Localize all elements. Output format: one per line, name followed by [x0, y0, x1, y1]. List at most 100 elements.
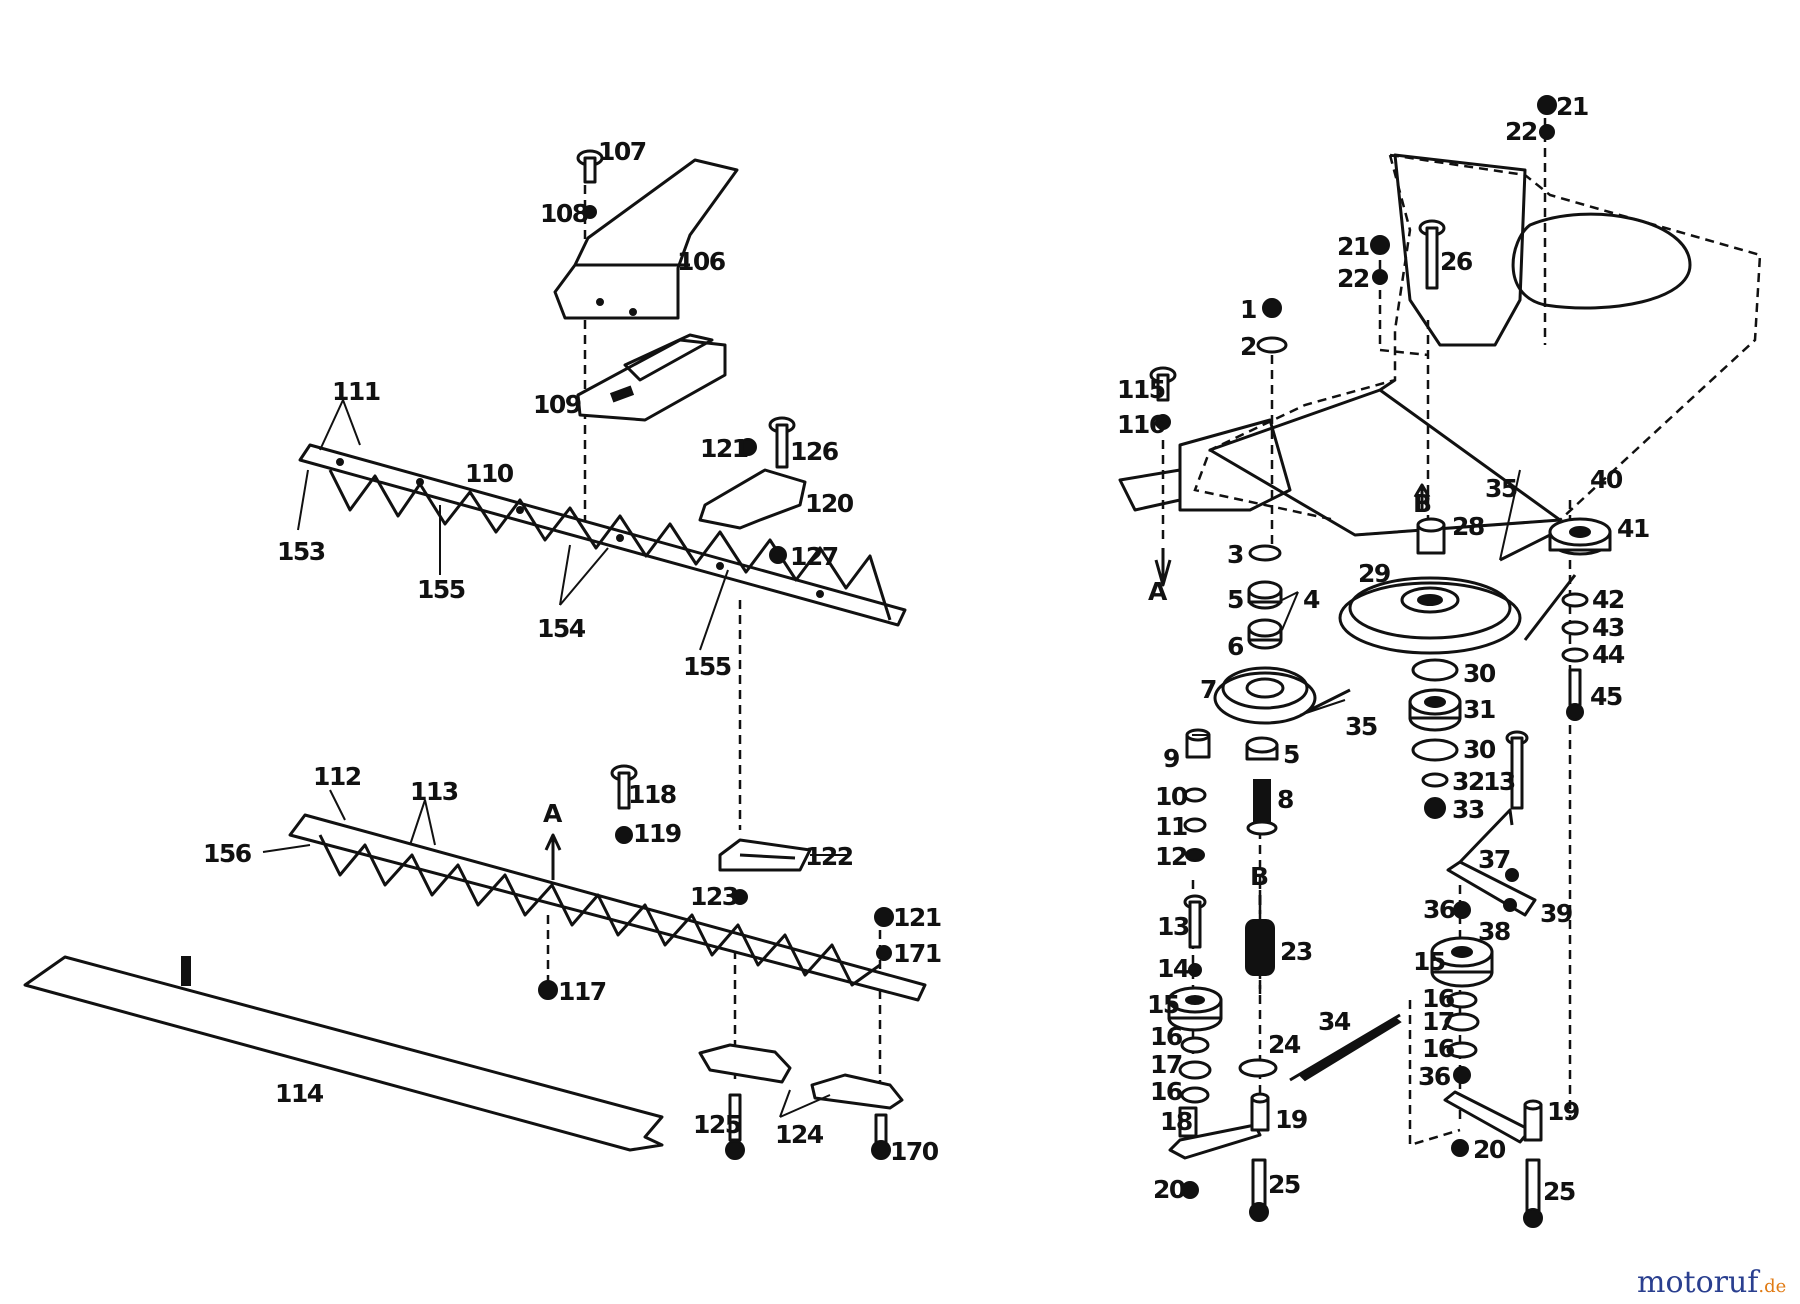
bolt-8	[1246, 779, 1278, 836]
label-34: 34	[1318, 1007, 1351, 1036]
knife-bar-110	[298, 443, 907, 627]
label-22-b: 22	[1337, 264, 1369, 293]
label-171: 171	[893, 939, 941, 968]
bearing-31	[1408, 688, 1462, 732]
label-30-b: 30	[1463, 735, 1496, 764]
bolt-26	[1418, 219, 1446, 290]
label-121-a: 121	[700, 434, 748, 463]
label-17-a: 17	[1422, 1007, 1454, 1036]
bolt-125	[725, 1093, 745, 1160]
guard-114	[23, 955, 664, 1152]
label-36-a: 36	[1423, 895, 1456, 924]
label-13-b: 13	[1157, 912, 1189, 941]
bearing-5	[1247, 580, 1283, 610]
pin-19-right	[1523, 1099, 1543, 1142]
label-16-c: 16	[1422, 1034, 1455, 1063]
washer-30-a	[1411, 658, 1459, 682]
arrow-a-right	[1154, 548, 1172, 587]
pin-38	[1503, 898, 1517, 912]
bearing-15-left	[1167, 986, 1223, 1032]
bearing-15-right	[1430, 936, 1494, 988]
washer-17-right	[1444, 1012, 1480, 1032]
label-153: 153	[277, 537, 325, 566]
label-106: 106	[677, 247, 726, 276]
label-155-a: 155	[417, 575, 465, 604]
label-8: 8	[1277, 785, 1293, 814]
label-1: 1	[1240, 295, 1256, 324]
bolt-118	[610, 764, 638, 844]
label-42: 42	[1592, 585, 1624, 614]
label-5-b: 5	[1283, 740, 1299, 769]
link-arm-right	[1443, 1090, 1543, 1228]
nut-33	[1424, 797, 1446, 819]
label-16-d: 16	[1150, 1077, 1183, 1106]
label-113: 113	[410, 777, 458, 806]
label-31: 31	[1463, 695, 1495, 724]
plate-124-b	[810, 1073, 904, 1110]
washer-123	[732, 889, 748, 905]
label-127: 127	[790, 542, 838, 571]
bearing-6	[1247, 618, 1283, 650]
label-170: 170	[890, 1137, 939, 1166]
label-111: 111	[332, 377, 380, 406]
axis-39	[1408, 1000, 1461, 1147]
plate-109	[576, 333, 727, 422]
label-20-a: 20	[1153, 1175, 1186, 1204]
label-41: 41	[1617, 514, 1649, 543]
label-154: 154	[537, 614, 586, 643]
label-18: 18	[1160, 1107, 1192, 1136]
label-33: 33	[1452, 795, 1484, 824]
bolt-13-left	[1183, 894, 1207, 977]
label-a-left: A	[543, 799, 563, 828]
label-43: 43	[1592, 613, 1624, 642]
bolt-107	[576, 149, 604, 219]
nut-121-b	[874, 907, 894, 927]
label-114: 114	[275, 1079, 324, 1108]
label-13-a: 13	[1483, 767, 1515, 796]
leader-lines-left	[262, 399, 850, 1118]
bushing-28	[1416, 517, 1446, 555]
bolt-25-right	[1523, 1158, 1543, 1228]
washer-24	[1238, 1058, 1278, 1078]
label-115: 115	[1117, 375, 1165, 404]
label-39: 39	[1540, 899, 1572, 928]
nut-127	[769, 546, 787, 564]
label-21-b: 21	[1337, 232, 1369, 261]
bearing-5-lower	[1245, 736, 1279, 761]
part-labels: 107 108 106 109 111 110 153 155 154 155 …	[203, 92, 1650, 1206]
label-37: 37	[1478, 845, 1510, 874]
belt-35-side	[1523, 574, 1577, 641]
axis-22	[1378, 260, 1429, 357]
washer-30-b	[1411, 738, 1459, 762]
label-107: 107	[598, 137, 646, 166]
label-20-b: 20	[1473, 1135, 1506, 1164]
washer-17-left	[1178, 1060, 1212, 1080]
bolt-126	[768, 416, 796, 469]
label-6: 6	[1227, 632, 1244, 661]
nut-12	[1185, 848, 1205, 862]
watermark-tld: .de	[1758, 1276, 1786, 1297]
label-28: 28	[1452, 512, 1484, 541]
label-7: 7	[1200, 675, 1216, 704]
label-45: 45	[1590, 682, 1622, 711]
label-21-a: 21	[1556, 92, 1588, 121]
label-29: 29	[1358, 559, 1390, 588]
label-11: 11	[1155, 812, 1187, 841]
label-16-b: 16	[1150, 1022, 1183, 1051]
pin-37	[1505, 868, 1519, 882]
label-116: 116	[1117, 410, 1166, 439]
label-b-lower: B	[1250, 862, 1268, 891]
nut-21-mid	[1370, 235, 1390, 255]
label-110: 110	[465, 459, 514, 488]
label-30-a: 30	[1463, 659, 1496, 688]
washer-43	[1561, 620, 1589, 636]
label-5-a: 5	[1227, 585, 1243, 614]
label-15-b: 15	[1147, 990, 1179, 1019]
label-25-b: 25	[1543, 1177, 1575, 1206]
label-44: 44	[1592, 640, 1625, 669]
leader-lines-right	[1192, 469, 1521, 736]
knife-bar-112	[288, 813, 927, 1002]
bolt-115	[1149, 366, 1177, 430]
label-122: 122	[805, 842, 853, 871]
